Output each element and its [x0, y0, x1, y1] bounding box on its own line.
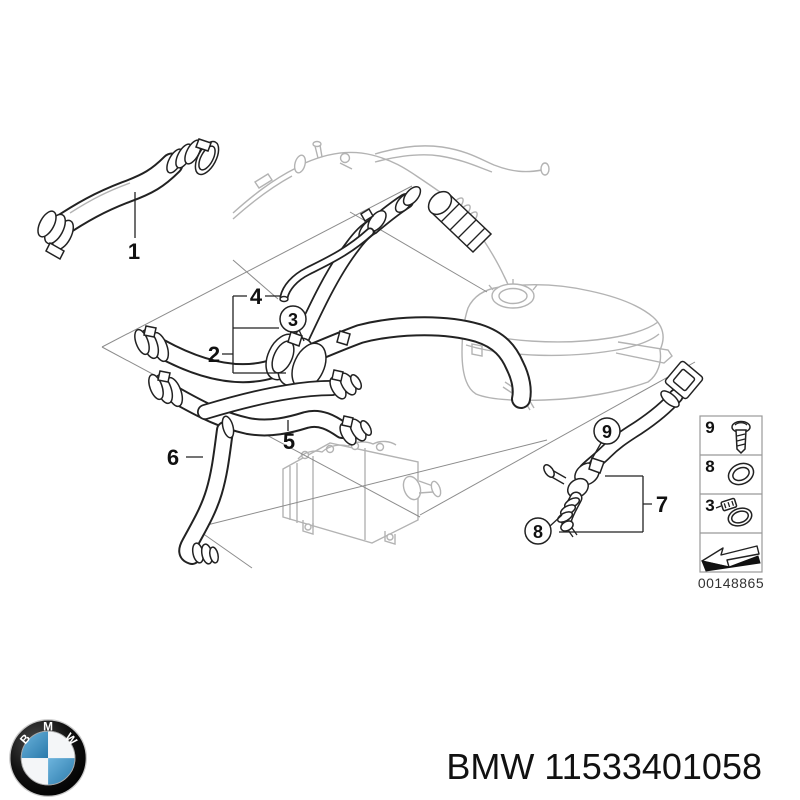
callout-6: 6	[167, 445, 179, 470]
callout-3-circle	[279, 305, 307, 333]
cooling-hoses-diagram: 1 2 4 5 6 7 3 9 8 9 8 3	[37, 138, 764, 591]
callout-2: 2	[208, 342, 220, 367]
legend-table: 9 8 3 00148865	[698, 415, 764, 591]
logo-letter-m: M	[43, 719, 53, 733]
hose2-coupler	[265, 330, 351, 390]
callout-8-circle	[524, 517, 552, 545]
screw-icon	[731, 420, 751, 455]
callout-1: 1	[128, 239, 140, 264]
callout-4: 4	[250, 284, 263, 309]
hose1-upper-clamp	[166, 138, 220, 176]
hose5-left-clamp	[148, 370, 184, 408]
hose-clamp-icon	[715, 497, 753, 527]
part-number-caption: BMW 11533401058	[446, 746, 762, 788]
hose2-banded-clamp	[427, 190, 493, 254]
callout-leaders	[134, 192, 652, 533]
hose1-lower-clamp	[37, 210, 75, 261]
hose7-bellows	[556, 497, 581, 538]
diagram-number: 00148865	[698, 575, 764, 591]
direction-arrow-icon	[701, 545, 761, 572]
part-number: 11533401058	[544, 746, 762, 787]
hose5-fitting-upper	[329, 369, 363, 400]
heat-exchanger	[282, 440, 442, 545]
hose-part-6	[178, 415, 235, 565]
callout-7: 7	[656, 492, 668, 517]
callout-8: 8	[533, 522, 543, 542]
callout-3: 3	[288, 310, 298, 330]
hose-part-7	[543, 360, 704, 538]
hose6-end-fitting	[191, 542, 220, 565]
hose-part-2	[134, 185, 532, 409]
hose-part-4	[279, 227, 375, 303]
hose2-left-clamp	[134, 325, 170, 363]
bmw-logo: B M W	[9, 719, 88, 798]
o-ring-icon	[727, 462, 755, 486]
callout-5: 5	[283, 429, 295, 454]
callout-9: 9	[602, 422, 612, 442]
callout-9-circle	[593, 417, 621, 445]
legend-row-9-num: 9	[705, 418, 714, 437]
hose5-fitting-lower	[339, 415, 373, 446]
brand-name: BMW	[446, 746, 535, 787]
legend-row-8-num: 8	[705, 457, 714, 476]
hose-part-5	[148, 369, 373, 446]
legend-row-3-num: 3	[705, 496, 714, 515]
hose-part-1	[37, 138, 220, 261]
callout-labels: 1 2 4 5 6 7 3 9 8	[128, 239, 668, 545]
hose7-top-connector	[660, 360, 704, 408]
